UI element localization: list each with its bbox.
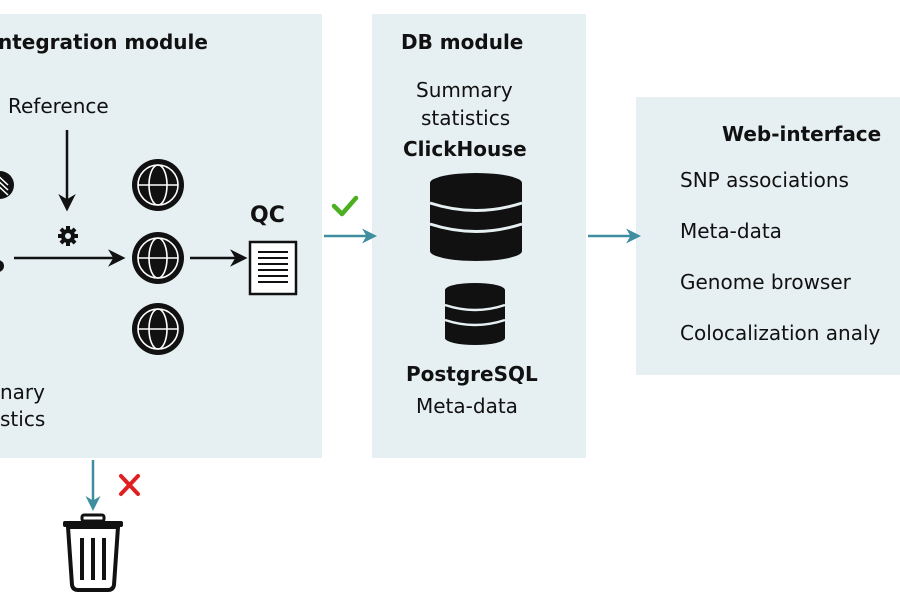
gear-icon: [58, 226, 78, 246]
summary-line-1: nary: [0, 380, 45, 404]
web-item-snp: SNP associations: [680, 168, 849, 192]
web-interface-title: Web-interface: [722, 122, 882, 146]
summary-line-2: stics: [0, 407, 46, 431]
database-icon: [444, 283, 506, 345]
database-icon: [429, 173, 523, 261]
check-icon: [331, 195, 359, 217]
trash-icon: [63, 513, 123, 592]
globe-icon: [132, 303, 184, 355]
globe-icon: [132, 232, 184, 284]
postgresql-label: PostgreSQL: [406, 362, 538, 386]
partial-globe-icon-top: [0, 171, 14, 272]
db-module-title: DB module: [401, 30, 524, 54]
globe-icon: [132, 159, 184, 211]
db-metadata-label: Meta-data: [416, 394, 518, 418]
web-item-genome-browser: Genome browser: [680, 270, 851, 294]
clickhouse-label: ClickHouse: [403, 137, 527, 161]
web-item-metadata: Meta-data: [680, 219, 782, 243]
cross-icon: [119, 474, 140, 496]
db-summary-line-1: Summary: [416, 78, 513, 102]
web-interface-panel: [636, 97, 900, 375]
reference-label: Reference: [8, 94, 109, 118]
document-icon: [248, 240, 298, 296]
web-item-colocalization: Colocalization analy: [680, 321, 881, 345]
integration-module-title: ntegration module: [0, 30, 208, 54]
qc-label: QC: [250, 203, 285, 228]
db-summary-line-2: statistics: [421, 106, 511, 130]
